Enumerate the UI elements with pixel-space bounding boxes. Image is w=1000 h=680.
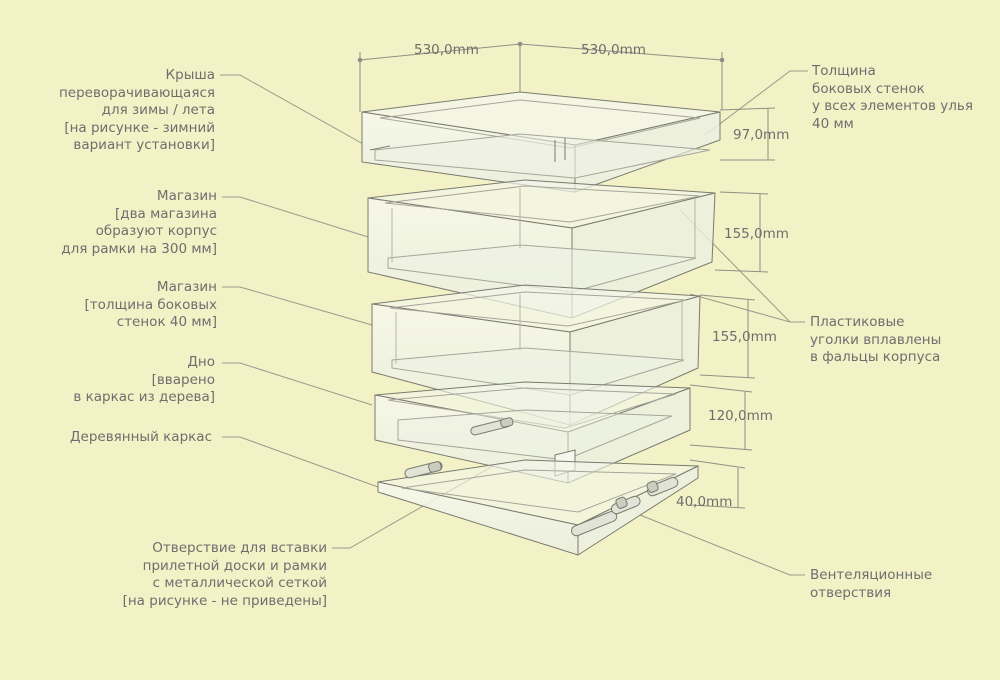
label-entrance-opening: Отверствие для вставки прилетной доски и…	[122, 540, 327, 609]
leader-bottom	[222, 362, 373, 406]
label-wooden-frame: Деревянный каркас	[69, 429, 212, 445]
leader-corners-2	[689, 293, 791, 323]
label-bottom: Дно [вварено в каркас из дерева]	[73, 354, 215, 405]
dim-bottom-height: 120,0mm	[708, 408, 773, 424]
label-super-2: Магазин [толщина боковых стенок 40 мм]	[84, 279, 217, 330]
leader-vents	[639, 514, 805, 576]
label-roof: Крыша переворачивающаяся для зимы / лета…	[58, 67, 215, 153]
dim-width-left: 530,0mm	[414, 42, 479, 58]
label-vent-holes: Вентеляционные отверствия	[810, 567, 933, 601]
leader-wall-thickness	[704, 70, 808, 136]
label-super-1: Магазин [два магазина образуют корпус дл…	[61, 188, 217, 257]
leader-frame	[222, 436, 379, 488]
dimension-lines	[357, 41, 776, 509]
dim-roof-height: 97,0mm	[733, 127, 790, 143]
bottom	[374, 381, 691, 484]
super-1	[367, 179, 716, 319]
label-plastic-corners: Пластиковые уголки вплавлены в фальцы ко…	[810, 314, 942, 365]
dim-super2-height: 155,0mm	[712, 329, 777, 345]
wooden-frame	[377, 459, 699, 556]
leader-roof	[220, 74, 366, 146]
hive-elements	[361, 91, 721, 556]
label-wall-thickness: Толщина боковых стенок у всех элементов …	[812, 63, 973, 132]
dim-width-right: 530,0mm	[581, 42, 646, 58]
leader-super2	[222, 286, 373, 326]
leader-lines	[220, 70, 808, 576]
leader-super1	[222, 196, 369, 238]
roof	[361, 91, 721, 193]
dim-frame-height: 40,0mm	[676, 494, 733, 510]
dim-super1-height: 155,0mm	[724, 226, 789, 242]
